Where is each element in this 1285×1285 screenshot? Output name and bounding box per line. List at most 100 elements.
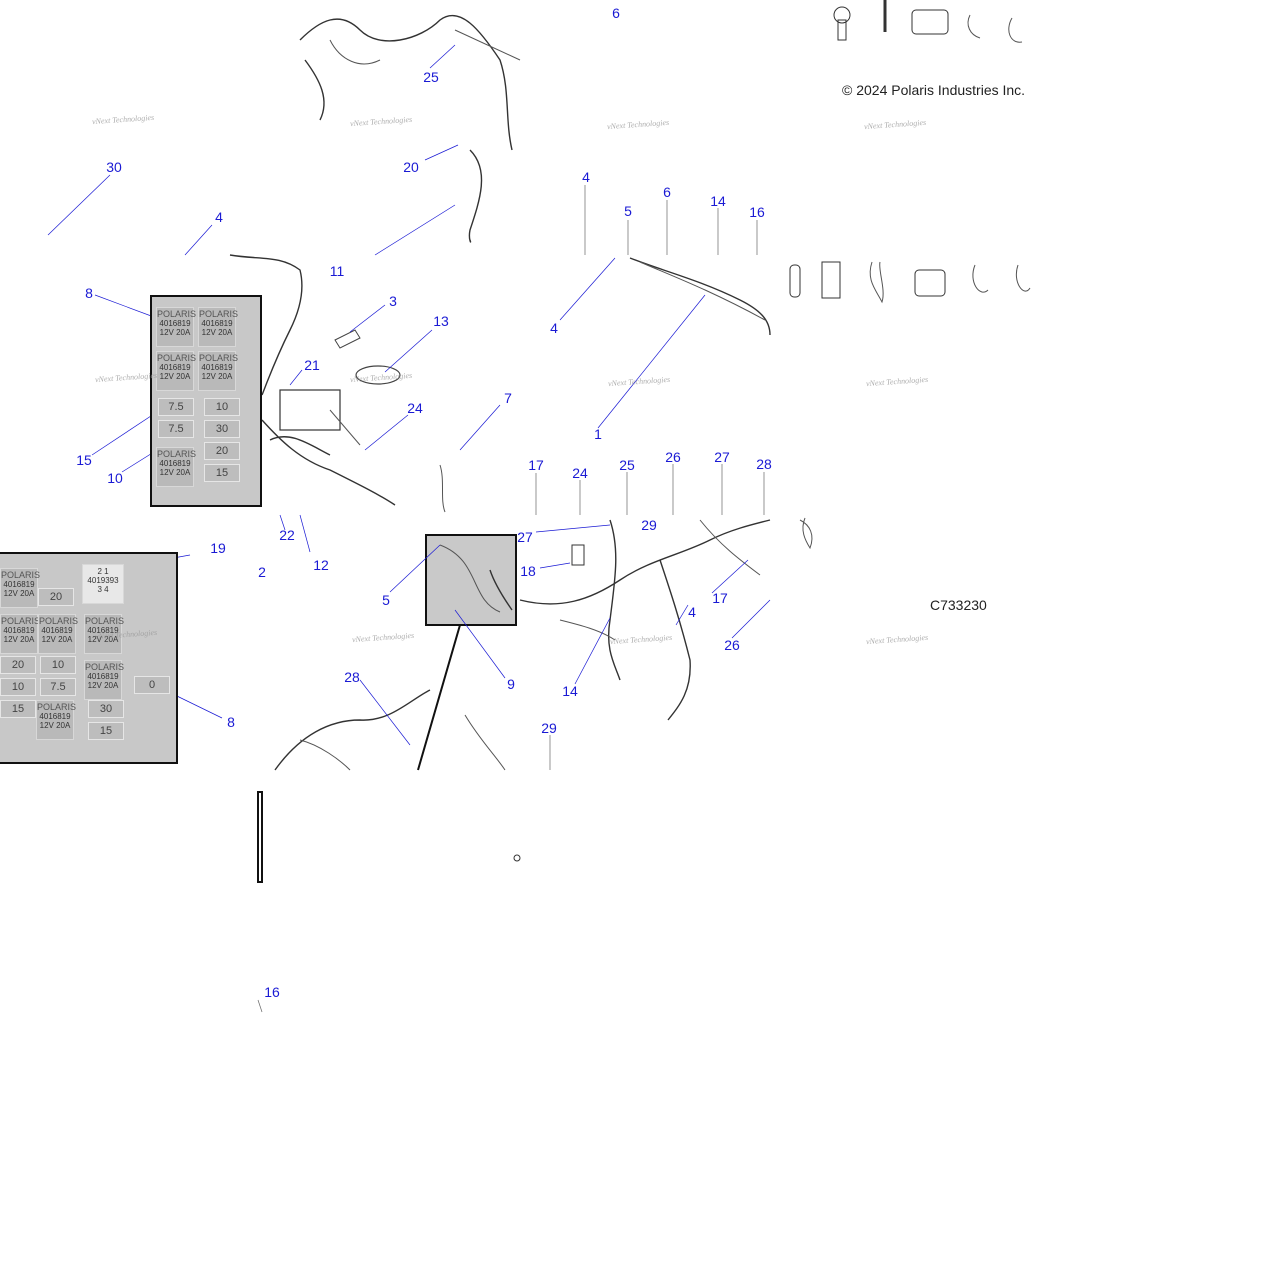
callout-7: 7 xyxy=(504,390,512,406)
fuse-voltage: 12V xyxy=(159,468,174,477)
fuse-voltage: 12V xyxy=(87,635,102,644)
fuse-voltage: 12V xyxy=(3,589,18,598)
mini-fuse: 10 xyxy=(204,398,240,416)
callout-15: 15 xyxy=(76,452,92,468)
callout-13: 13 xyxy=(433,313,449,329)
fuse-box-lower: POLARIS 4016819 12V 20A 20 2 1 4019393 3… xyxy=(0,552,178,764)
callout-6: 6 xyxy=(663,184,671,200)
callout-29: 29 xyxy=(641,517,657,533)
callout-26: 26 xyxy=(724,637,740,653)
fuse-part: 4016819 xyxy=(159,363,191,372)
fuse-voltage: 12V xyxy=(159,328,174,337)
callout-2: 2 xyxy=(258,564,266,580)
fuse-part: 4016819 xyxy=(41,626,73,635)
mini-fuse: 20 xyxy=(204,442,240,460)
fuse-amps: 20A xyxy=(104,681,119,690)
callout-30: 30 xyxy=(106,159,122,175)
fuse-brand: POLARIS xyxy=(39,616,79,626)
mini-fuse: 7.5 xyxy=(158,420,194,438)
callout-20: 20 xyxy=(403,159,419,175)
callout-28: 28 xyxy=(756,456,772,472)
fuse-voltage: 12V xyxy=(201,372,216,381)
fuse-relay: POLARIS 4016819 12V 20A xyxy=(84,660,125,700)
fuse-brand: POLARIS xyxy=(199,353,239,363)
mini-fuse: 15 xyxy=(0,700,36,718)
fuse-relay: POLARIS 4016819 12V 20A xyxy=(198,307,239,347)
callout-8: 8 xyxy=(227,714,235,730)
relay-4pin: 2 1 4019393 3 4 xyxy=(82,564,124,604)
fuse-amps: 20A xyxy=(176,468,191,477)
callout-10: 10 xyxy=(107,470,123,486)
callout-19: 19 xyxy=(210,540,226,556)
callout-16: 16 xyxy=(749,204,765,220)
relay-pins-top: 2 1 xyxy=(97,567,109,576)
callout-24: 24 xyxy=(407,400,423,416)
fuse-brand: POLARIS xyxy=(199,309,239,319)
callout-3: 3 xyxy=(389,293,397,309)
callout-27: 27 xyxy=(517,529,533,545)
callout-4: 4 xyxy=(215,209,223,225)
fuse-part: 4016819 xyxy=(201,319,233,328)
callout-17: 17 xyxy=(528,457,544,473)
fuse-part: 4016819 xyxy=(159,319,191,328)
mini-fuse: 10 xyxy=(40,656,76,674)
fuse-brand: POLARIS xyxy=(1,616,41,626)
mini-fuse: 0 xyxy=(134,676,170,694)
fuse-part: 4016819 xyxy=(3,626,35,635)
fuse-box-upper: POLARIS 4016819 12V 20A POLARIS 4016819 … xyxy=(150,295,262,507)
mini-fuse: 30 xyxy=(88,700,124,718)
callout-12: 12 xyxy=(313,557,329,573)
fuse-brand: POLARIS xyxy=(85,616,125,626)
fuse-voltage: 12V xyxy=(87,681,102,690)
mini-fuse: 30 xyxy=(204,420,240,438)
fuse-part: 4016819 xyxy=(3,580,35,589)
callout-14: 14 xyxy=(562,683,578,699)
fuse-brand: POLARIS xyxy=(37,702,77,712)
fuse-brand: POLARIS xyxy=(157,309,197,319)
fuse-amps: 20A xyxy=(176,372,191,381)
fuse-amps: 20A xyxy=(218,372,233,381)
mini-fuse: 15 xyxy=(88,722,124,740)
callout-28: 28 xyxy=(344,669,360,685)
fuse-part: 4016819 xyxy=(87,626,119,635)
fuse-relay: POLARIS 4016819 12V 20A xyxy=(84,614,125,654)
callout-11: 11 xyxy=(329,263,345,279)
fuse-amps: 20A xyxy=(20,589,35,598)
callout-25: 25 xyxy=(423,69,439,85)
fuse-amps: 20A xyxy=(176,328,191,337)
fuse-brand: POLARIS xyxy=(1,570,41,580)
fuse-amps: 20A xyxy=(56,721,71,730)
mini-fuse: 20 xyxy=(0,656,36,674)
fuse-brand: POLARIS xyxy=(157,353,197,363)
callout-29: 29 xyxy=(541,720,557,736)
mini-fuse: 15 xyxy=(204,464,240,482)
fuse-amps: 20A xyxy=(104,635,119,644)
fuse-voltage: 12V xyxy=(3,635,18,644)
callout-9: 9 xyxy=(507,676,515,692)
fuse-relay: POLARIS 4016819 12V 20A xyxy=(0,568,41,608)
relay-part: 4019393 xyxy=(87,576,119,585)
callout-14: 14 xyxy=(710,193,726,209)
callout-22: 22 xyxy=(279,527,295,543)
mini-fuse: 7.5 xyxy=(40,678,76,696)
fuse-voltage: 12V xyxy=(201,328,216,337)
diagram-code: C733230 xyxy=(930,597,987,613)
callout-8: 8 xyxy=(85,285,93,301)
copyright-text: © 2024 Polaris Industries Inc. xyxy=(842,82,1026,98)
fuse-amps: 20A xyxy=(20,635,35,644)
callout-18: 18 xyxy=(520,563,536,579)
fuse-voltage: 12V xyxy=(41,635,56,644)
fuse-part: 4016819 xyxy=(39,712,71,721)
fuse-amps: 20A xyxy=(58,635,73,644)
mini-fuse: 10 xyxy=(0,678,36,696)
fuse-part: 4016819 xyxy=(201,363,233,372)
fuse-brand: POLARIS xyxy=(85,662,125,672)
fuse-part: 4016819 xyxy=(87,672,119,681)
callout-17: 17 xyxy=(712,590,728,606)
mini-fuse: 7.5 xyxy=(158,398,194,416)
callout-4: 4 xyxy=(582,169,590,185)
callout-4: 4 xyxy=(550,320,558,336)
callout-25: 25 xyxy=(619,457,635,473)
